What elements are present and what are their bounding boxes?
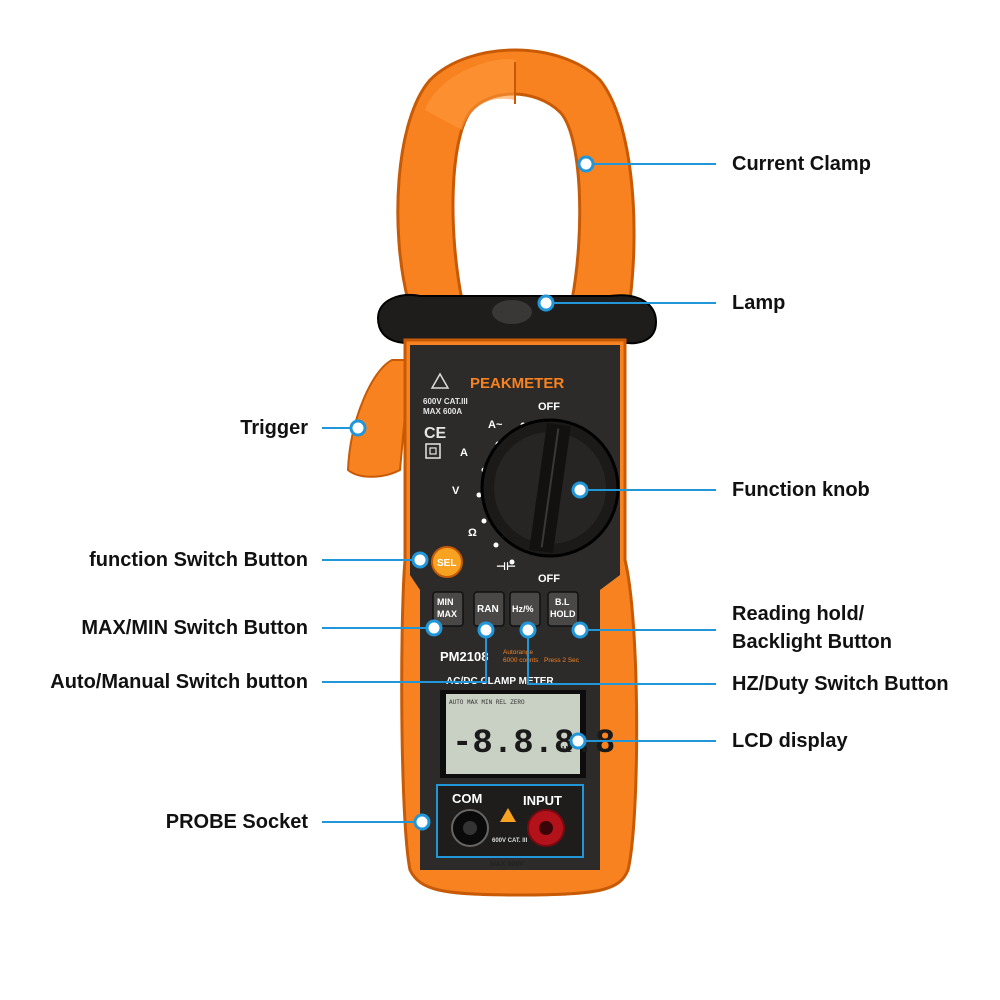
label-current-clamp: Current Clamp: [732, 153, 871, 175]
function-knob[interactable]: [480, 418, 620, 558]
lcd-unit-hz: Hz: [562, 745, 572, 754]
min-max-label-2: MAX: [437, 609, 457, 619]
autorange-note-2: 6000 counts: [503, 657, 539, 664]
range-button[interactable]: RAN: [473, 591, 505, 627]
label-hz-duty: HZ/Duty Switch Button: [732, 673, 949, 695]
brand-logo: PEAKMETER: [470, 375, 564, 392]
lcd-reading: -8.8.8.8: [452, 725, 615, 763]
sel-label: SEL: [437, 558, 456, 569]
socket-max: MAX 600V: [490, 861, 524, 868]
knob-a-ac: A~: [488, 419, 503, 431]
hold-backlight-button[interactable]: B.L HOLD: [547, 591, 579, 627]
max-current: MAX 600A: [423, 407, 462, 416]
hz-duty-button[interactable]: Hz/%: [509, 591, 541, 627]
label-reading-hold-1: Reading hold/: [732, 603, 865, 625]
double-insulation-icon: [425, 443, 441, 459]
lamp: [492, 300, 532, 324]
socket-warning-icon: [500, 808, 516, 822]
hz-label: Hz/%: [512, 604, 534, 614]
min-max-label-1: MIN: [437, 597, 454, 607]
label-function-switch: function Switch Button: [89, 549, 308, 571]
knob-ohm: Ω: [468, 527, 477, 539]
input-socket[interactable]: [527, 809, 565, 847]
cat-rating: 600V CAT.III: [423, 397, 468, 406]
warning-icon: [430, 372, 450, 389]
label-lcd-display: LCD display: [732, 730, 848, 752]
min-max-button[interactable]: MIN MAX: [432, 591, 464, 627]
label-lamp: Lamp: [732, 292, 786, 314]
knob-off-bottom: OFF: [538, 573, 560, 585]
socket-com-label: COM: [452, 791, 482, 806]
ce-mark: CE: [424, 425, 447, 442]
model-number: PM2108: [440, 649, 488, 664]
lcd-display: AUTO MAX MIN REL ZERO -8.8.8.8 Hz: [440, 690, 615, 778]
socket-input-label: INPUT: [523, 793, 562, 808]
label-reading-hold-2: Backlight Button: [732, 631, 892, 653]
knob-v: V: [452, 485, 460, 497]
knob-off-top: OFF: [538, 401, 560, 413]
lcd-top-row: AUTO MAX MIN REL ZERO: [449, 699, 525, 706]
press-note: Press 2 Sec: [544, 657, 580, 664]
label-max-min: MAX/MIN Switch Button: [81, 617, 308, 639]
meter-subtitle: AC/DC CLAMP METER: [446, 676, 554, 687]
label-trigger: Trigger: [240, 417, 308, 439]
autorange-note-1: Autorange: [503, 649, 533, 656]
label-probe-socket: PROBE Socket: [165, 811, 308, 833]
callout-lines: [322, 155, 716, 831]
com-socket[interactable]: [451, 809, 489, 847]
trigger[interactable]: [346, 359, 412, 478]
hold-label-1: B.L: [555, 597, 570, 607]
sel-button[interactable]: SEL: [431, 546, 463, 578]
socket-rating: 600V CAT. III: [492, 838, 528, 844]
current-clamp-jaws: [396, 48, 636, 302]
label-function-knob: Function knob: [732, 479, 870, 501]
hold-label-2: HOLD: [550, 609, 576, 619]
range-label: RAN: [477, 604, 499, 615]
knob-a-dc: A: [460, 447, 468, 459]
label-auto-manual: Auto/Manual Switch button: [50, 671, 308, 693]
